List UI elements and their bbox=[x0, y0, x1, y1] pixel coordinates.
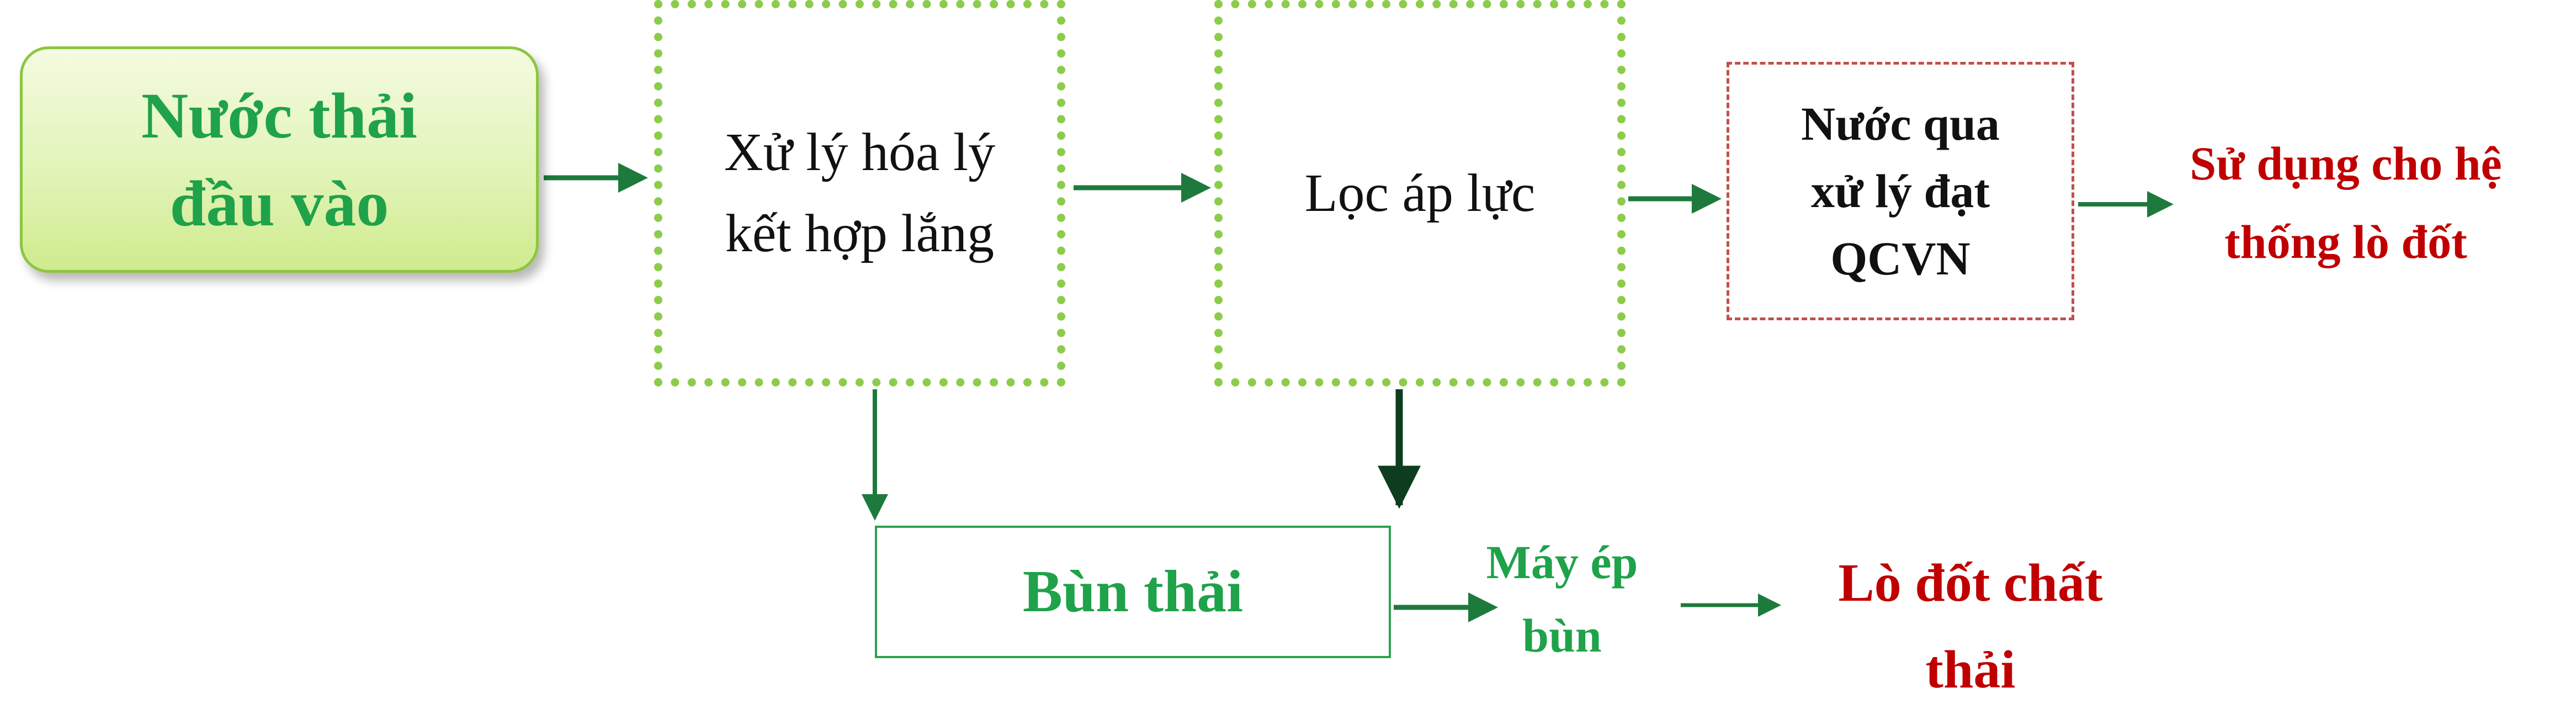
pressure-filter-node: Lọc áp lực bbox=[1214, 0, 1626, 387]
sludge-label: Bùn thải bbox=[1022, 559, 1244, 624]
pressure-filter-label: Lọc áp lực bbox=[1304, 163, 1536, 223]
physicochemical-treatment-node: Xử lý hóa lý kết hợp lắng bbox=[654, 0, 1065, 387]
physicochemical-treatment-label: Xử lý hóa lý kết hợp lắng bbox=[724, 123, 996, 263]
waste-incinerator-label: Lò đốt chất thải bbox=[1838, 553, 2103, 700]
treated-water-label: Nước qua xử lý đạt QCVN bbox=[1801, 97, 2000, 285]
sludge-press-label: Máy ép bùn bbox=[1486, 535, 1638, 662]
sludge-press-node: Máy ép bùn bbox=[1479, 516, 1645, 682]
waste-incinerator-node: Lò đốt chất thải bbox=[1788, 544, 2153, 710]
incinerator-reuse-label: Sử dụng cho hệ thống lò đốt bbox=[2190, 137, 2502, 268]
sludge-node: Bùn thải bbox=[875, 526, 1391, 658]
incinerator-reuse-node: Sử dụng cho hệ thống lò đốt bbox=[2153, 120, 2539, 286]
wastewater-input-label: Nước thải đầu vào bbox=[141, 79, 417, 240]
wastewater-input-node: Nước thải đầu vào bbox=[20, 46, 539, 273]
treated-water-node: Nước qua xử lý đạt QCVN bbox=[1727, 62, 2074, 320]
